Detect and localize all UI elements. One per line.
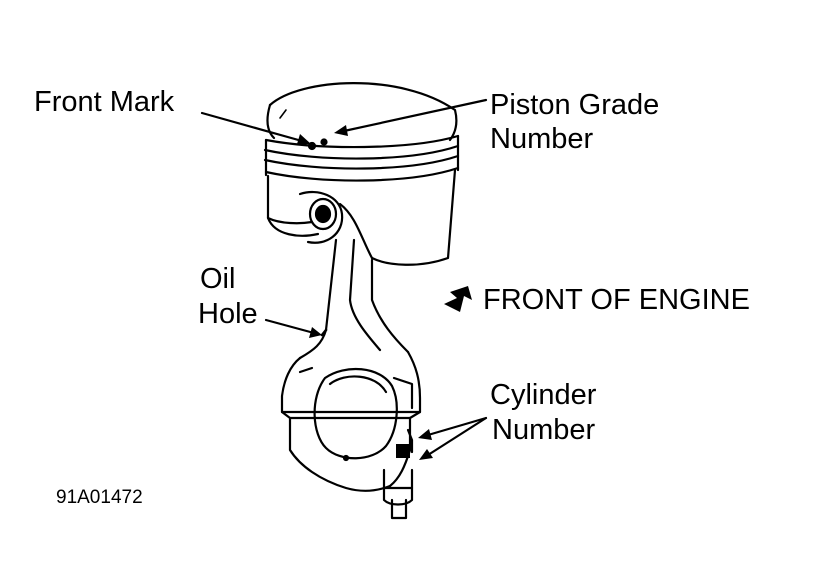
piston-pin-boss	[308, 197, 338, 231]
label-oil-hole-line2: Hole	[198, 298, 258, 330]
connecting-rod-beam	[298, 238, 410, 360]
piston-rings	[263, 134, 460, 182]
label-piston-grade-line1: Piston Grade	[490, 89, 660, 121]
label-front-of-engine: FRONT OF ENGINE	[483, 284, 750, 316]
leader-lines	[200, 98, 488, 460]
rod-big-end	[280, 350, 422, 492]
figure-code: 91A01472	[56, 487, 143, 508]
front-of-engine-arrow	[444, 286, 472, 312]
piston-pin	[314, 204, 332, 224]
rod-cap-bolt	[382, 444, 414, 520]
label-piston-grade-line2: Number	[490, 123, 594, 155]
label-front-mark: Front Mark	[34, 86, 175, 118]
label-oil-hole-line1: Oil	[200, 263, 236, 295]
label-cylinder-line1: Cylinder	[490, 379, 597, 411]
piston-crown	[266, 82, 458, 142]
piston-skirt	[266, 168, 457, 266]
grade-number-dot	[320, 138, 328, 146]
label-cylinder-line2: Number	[492, 414, 596, 446]
front-mark-dot	[307, 141, 317, 151]
